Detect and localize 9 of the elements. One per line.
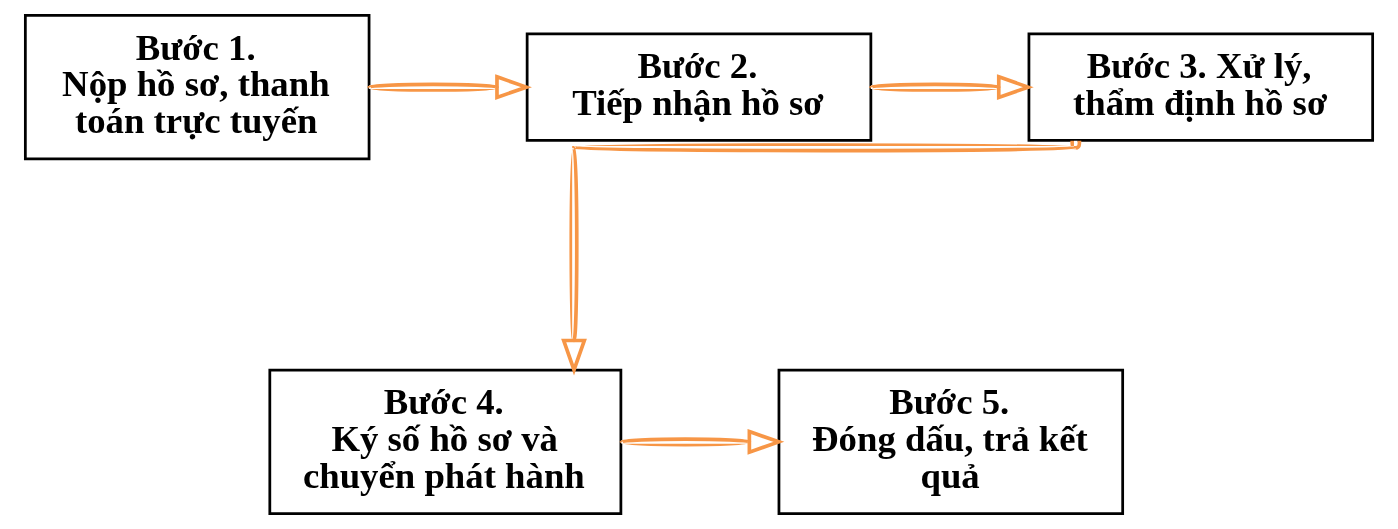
node-box: Bước 4. Ký số hồ sơ và chuyển phát hành <box>268 368 623 515</box>
arrow <box>368 74 532 100</box>
node-box: Bước 1. Nộp hồ sơ, thanh toán trực tuyến <box>23 14 371 161</box>
node-box: Bước 3. Xử lý, thẩm định hồ sơ <box>1027 32 1375 142</box>
arrow <box>561 140 1082 376</box>
node-box: Bước 2. Tiếp nhận hồ sơ <box>525 32 873 142</box>
arrow <box>620 429 785 455</box>
arrow <box>870 74 1034 100</box>
node-box: Bước 5. Đóng dấu, trả kết quả <box>777 368 1125 515</box>
